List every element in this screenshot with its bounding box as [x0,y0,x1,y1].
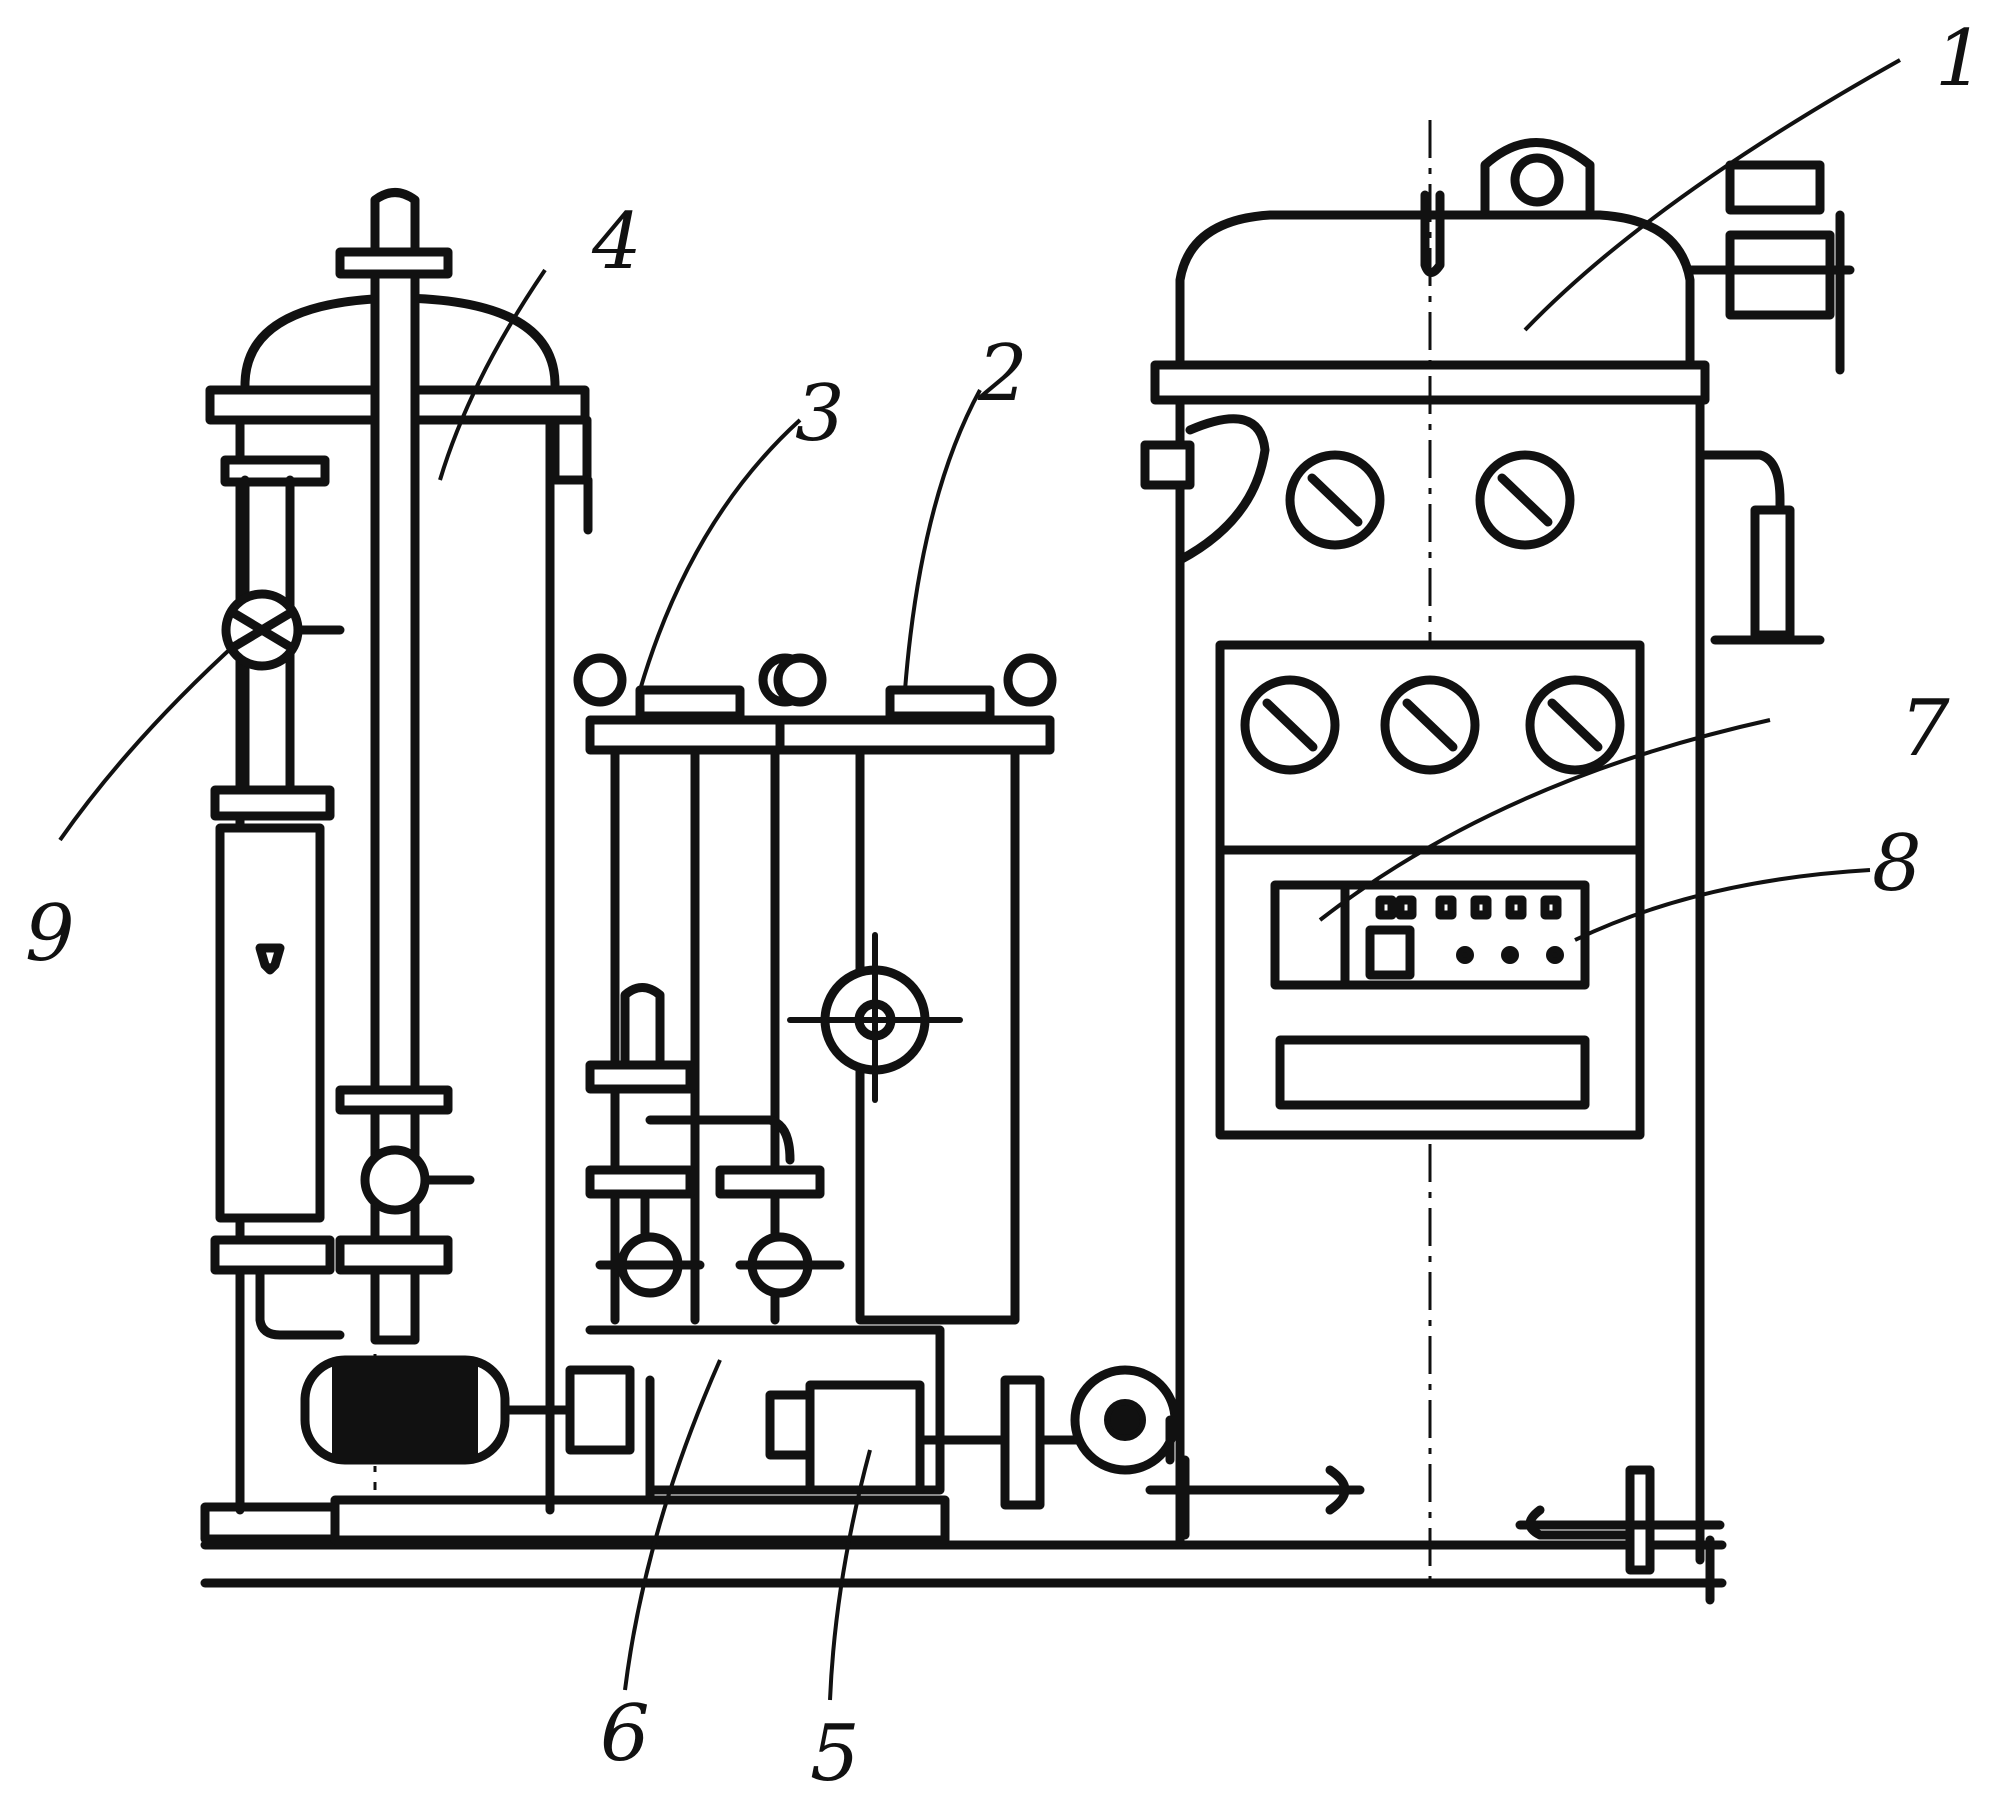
pump-assembly [300,1325,1180,1510]
callout-5: 5 [810,1709,860,1793]
filter-3 [573,653,845,1325]
callout-8: 8 [1872,819,1922,909]
callout-7: 7 [1900,684,1950,774]
callout-numbers: 1 2 3 4 5 6 7 8 9 [25,14,1985,1793]
leader-5 [828,1449,872,1701]
leader-4 [438,268,547,481]
leader-6 [623,1359,722,1691]
callout-9: 9 [25,889,75,979]
leader-9 [58,638,242,842]
leader-1 [1523,58,1901,332]
main-vessel-1 [1140,120,1855,1590]
filter-2 [773,653,1057,1325]
callout-3: 3 [795,369,845,459]
leader-7 [1318,718,1771,922]
callout-6: 6 [600,1689,650,1779]
sight-column-9 [210,455,345,1340]
leader-3 [638,418,802,691]
callout-1: 1 [1935,14,1985,104]
callout-4: 4 [591,197,642,287]
leader-2 [903,389,982,691]
base-frame [200,1495,1727,1605]
leader-lines [58,58,1901,1701]
callout-2: 2 [977,329,1028,419]
leader-8 [1574,868,1871,942]
